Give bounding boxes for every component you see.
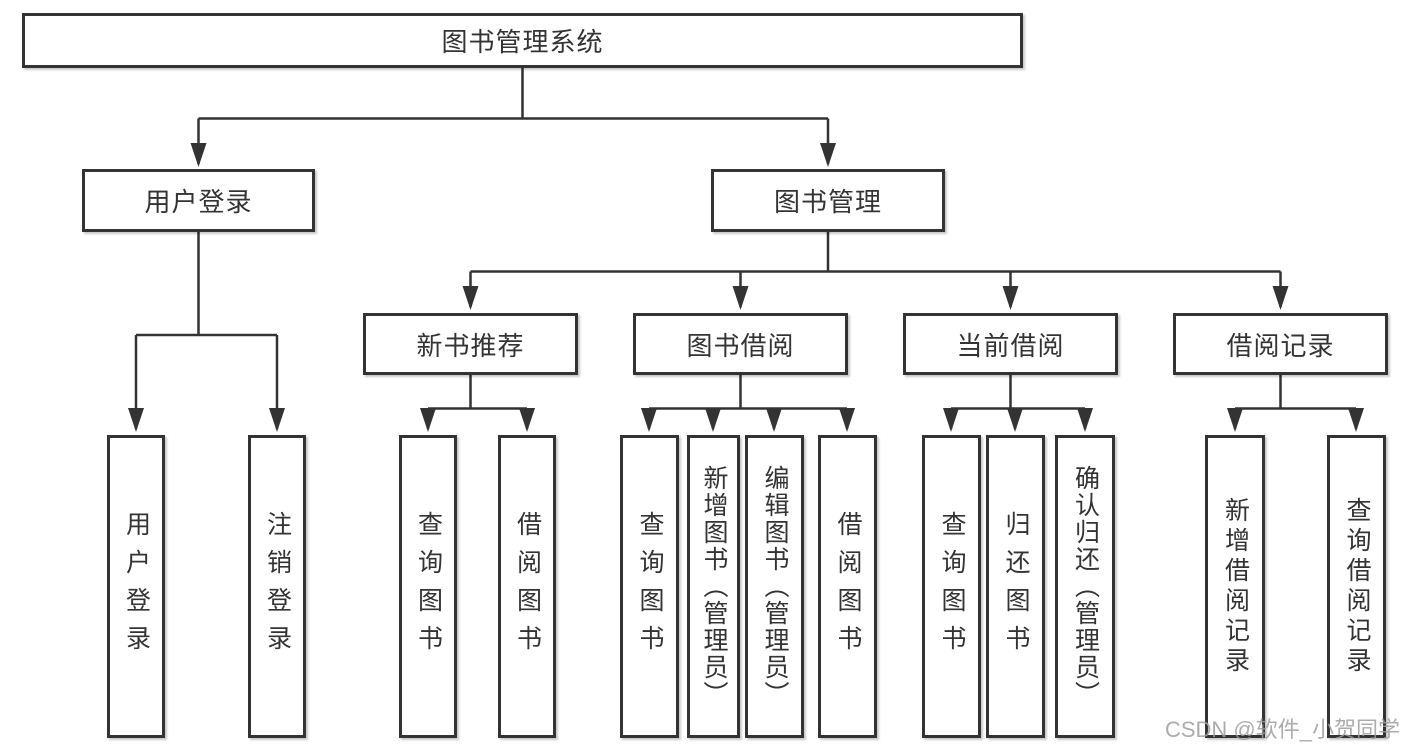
leaf-label: 用户登录: [122, 510, 151, 663]
leaf-label: 查询借阅记录: [1343, 496, 1371, 677]
leaf-recommend-borrow-books: 借阅图书: [498, 435, 556, 738]
node-book-management: 图书管理: [711, 169, 945, 232]
node-borrow-records: 借阅记录: [1173, 313, 1388, 375]
leaf-label: 新增借阅记录: [1221, 496, 1250, 677]
leaf-current-query-books: 查询图书: [922, 435, 981, 738]
leaf-label: 借阅图书: [513, 510, 542, 663]
leaf-user-login: 用户登录: [107, 435, 165, 738]
node-book-borrow: 图书借阅: [633, 313, 848, 375]
leaf-borrow-borrow-books: 借阅图书: [818, 435, 877, 738]
leaf-label: 查询图书: [938, 510, 966, 663]
node-new-book-recommend: 新书推荐: [363, 313, 578, 375]
node-user-login: 用户登录: [82, 169, 315, 232]
leaf-records-add-record: 新增借阅记录: [1205, 435, 1265, 738]
leaf-label: 查询图书: [414, 510, 443, 663]
leaf-label: 新增图书（管理员）: [700, 465, 728, 708]
leaf-borrow-edit-books-admin: 编辑图书（管理员）: [745, 435, 804, 738]
leaf-label: 归还图书: [1002, 510, 1030, 663]
watermark: CSDN @软件_小贺同学: [1164, 717, 1400, 742]
leaf-label: 编辑图书（管理员）: [761, 465, 789, 708]
leaf-records-query-record: 查询借阅记录: [1327, 435, 1386, 738]
leaf-borrow-add-books-admin: 新增图书（管理员）: [687, 435, 740, 738]
leaf-label: 借阅图书: [834, 510, 862, 663]
leaf-label: 查询图书: [636, 510, 664, 663]
leaf-logout: 注销登录: [248, 435, 306, 738]
node-root: 图书管理系统: [22, 13, 1023, 68]
node-current-borrow: 当前借阅: [903, 313, 1118, 375]
leaf-borrow-query-books: 查询图书: [620, 435, 679, 738]
leaf-recommend-query-books: 查询图书: [399, 435, 457, 738]
leaf-label: 注销登录: [263, 510, 292, 663]
leaf-current-return-books: 归还图书: [986, 435, 1045, 738]
leaf-label: 确认归还（管理员）: [1071, 465, 1100, 708]
leaf-current-confirm-return-admin: 确认归还（管理员）: [1055, 435, 1115, 738]
